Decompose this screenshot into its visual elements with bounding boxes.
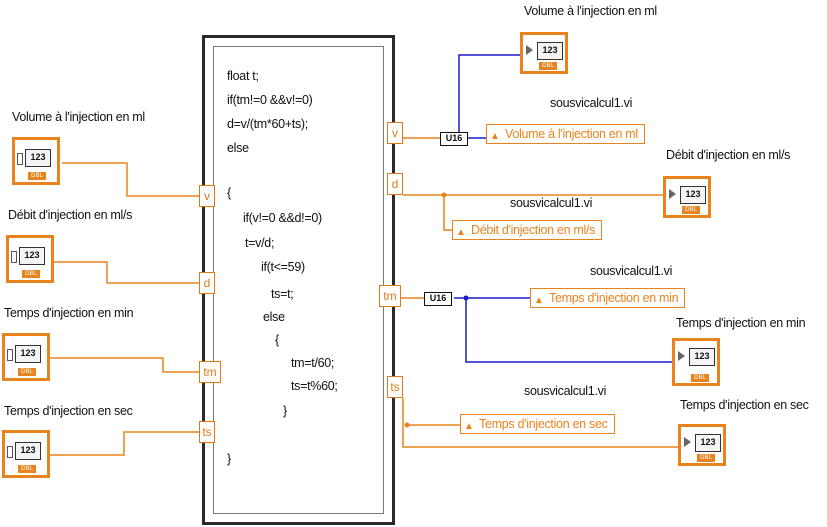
input-terminal-ts[interactable]: ts — [199, 421, 215, 443]
local-var-vi-volume: sousvicalcul1.vi — [550, 96, 633, 110]
representation-badge: DBL — [18, 368, 36, 376]
local-variable-tm[interactable]: ▲ Temps d'injection en min — [530, 288, 686, 308]
code-line: { — [275, 333, 279, 347]
house-icon: ▲ — [534, 295, 544, 306]
numeric-control-tm[interactable]: 123 DBL — [2, 333, 50, 381]
code-line: else — [227, 141, 249, 155]
increment-arrows-icon — [11, 251, 17, 263]
local-variable-label: Temps d'injection en min — [549, 291, 679, 305]
code-line: ts=t%60; — [291, 379, 338, 393]
indicator-label-ts: Temps d'injection en sec — [680, 398, 809, 412]
house-icon: ▲ — [490, 131, 500, 142]
numeric-control-volume[interactable]: 123 DBL — [12, 137, 60, 185]
representation-badge: DBL — [28, 172, 46, 180]
representation-badge: DBL — [539, 62, 557, 70]
wire-tm-indicator — [465, 298, 672, 363]
indicator-value: 123 — [680, 186, 706, 204]
indicator-value: 123 — [695, 434, 721, 452]
wire-tm-in — [43, 357, 200, 373]
wire-d-local — [443, 195, 452, 231]
wire-ts-in — [43, 431, 200, 456]
control-value: 123 — [19, 247, 45, 265]
wire-d-junction — [441, 192, 447, 198]
wire-ts-junction — [404, 422, 410, 428]
house-icon: ▲ — [464, 421, 474, 432]
control-label-ts: Temps d'injection en sec — [4, 404, 133, 418]
conversion-tag-tm[interactable]: U16 — [424, 292, 452, 306]
formula-node[interactable]: float t; if(tm!=0 &&v!=0) d=v/(tm*60+ts)… — [202, 35, 395, 525]
input-terminal-d[interactable]: d — [199, 272, 215, 294]
indicator-value: 123 — [537, 42, 563, 60]
control-value: 123 — [25, 149, 51, 167]
indicator-arrow-icon — [678, 351, 685, 361]
code-line: { — [227, 186, 231, 200]
local-var-vi-tm: sousvicalcul1.vi — [590, 264, 673, 278]
input-terminal-tm[interactable]: tm — [199, 361, 221, 383]
local-var-vi-debit: sousvicalcul1.vi — [510, 196, 593, 210]
indicator-label-tm: Temps d'injection en min — [676, 316, 806, 330]
numeric-indicator-debit: 123 DBL — [663, 176, 711, 218]
indicator-arrow-icon — [526, 45, 533, 55]
control-value: 123 — [15, 442, 41, 460]
wire-ts-out — [402, 398, 678, 448]
house-icon: ▲ — [456, 227, 466, 238]
code-line: if(t<=59) — [261, 260, 305, 274]
output-terminal-tm[interactable]: tm — [379, 285, 401, 307]
code-line: if(tm!=0 &&v!=0) — [227, 93, 313, 107]
input-terminal-v[interactable]: v — [199, 185, 215, 207]
indicator-label-debit: Débit d'injection en ml/s — [666, 148, 791, 162]
indicator-value: 123 — [689, 348, 715, 366]
output-terminal-v[interactable]: v — [387, 122, 403, 144]
local-var-vi-ts: sousvicalcul1.vi — [524, 384, 607, 398]
code-line: float t; — [227, 69, 259, 83]
numeric-control-ts[interactable]: 123 DBL — [2, 430, 50, 478]
output-terminal-d[interactable]: d — [387, 173, 403, 195]
representation-badge: DBL — [697, 454, 715, 462]
representation-badge: DBL — [22, 270, 40, 278]
increment-arrows-icon — [7, 349, 13, 361]
representation-badge: DBL — [691, 374, 709, 382]
local-variable-volume[interactable]: ▲ Volume à l'injection en ml — [486, 124, 645, 144]
increment-arrows-icon — [7, 446, 13, 458]
code-line: t=v/d; — [245, 236, 275, 250]
wire-volume-in — [62, 162, 200, 197]
increment-arrows-icon — [17, 153, 23, 165]
code-line: ts=t; — [271, 287, 294, 301]
code-line: d=v/(tm*60+ts); — [227, 117, 308, 131]
representation-badge: DBL — [18, 465, 36, 473]
code-line: else — [263, 310, 285, 324]
code-line: } — [283, 404, 287, 418]
code-line: tm=t/60; — [291, 356, 335, 370]
indicator-label-volume: Volume à l'injection en ml — [524, 4, 657, 18]
numeric-indicator-volume: 123 DBL — [520, 32, 568, 74]
conversion-tag-v[interactable]: U16 — [440, 132, 468, 146]
control-value: 123 — [15, 345, 41, 363]
representation-badge: DBL — [682, 206, 700, 214]
indicator-arrow-icon — [669, 189, 676, 199]
numeric-indicator-ts: 123 DBL — [678, 424, 726, 466]
local-variable-label: Volume à l'injection en ml — [505, 127, 638, 141]
wire-tm-junction — [463, 295, 469, 301]
local-variable-ts[interactable]: ▲ Temps d'injection en sec — [460, 414, 615, 434]
wire-debit-in — [54, 261, 200, 284]
control-label-volume: Volume à l'injection en ml — [12, 110, 145, 124]
control-label-tm: Temps d'injection en min — [4, 306, 134, 320]
code-line: if(v!=0 &&d!=0) — [243, 211, 322, 225]
output-terminal-ts[interactable]: ts — [387, 376, 403, 398]
code-line: } — [227, 452, 231, 466]
local-variable-label: Temps d'injection en sec — [479, 417, 608, 431]
control-label-debit: Débit d'injection en ml/s — [8, 208, 133, 222]
numeric-indicator-tm: 123 DBL — [672, 338, 720, 386]
wire-v-indicator — [458, 54, 520, 138]
numeric-control-debit[interactable]: 123 DBL — [6, 235, 54, 283]
local-variable-debit[interactable]: ▲ Débit d'injection en ml/s — [452, 220, 603, 240]
local-variable-label: Débit d'injection en ml/s — [471, 223, 596, 237]
indicator-arrow-icon — [684, 437, 691, 447]
